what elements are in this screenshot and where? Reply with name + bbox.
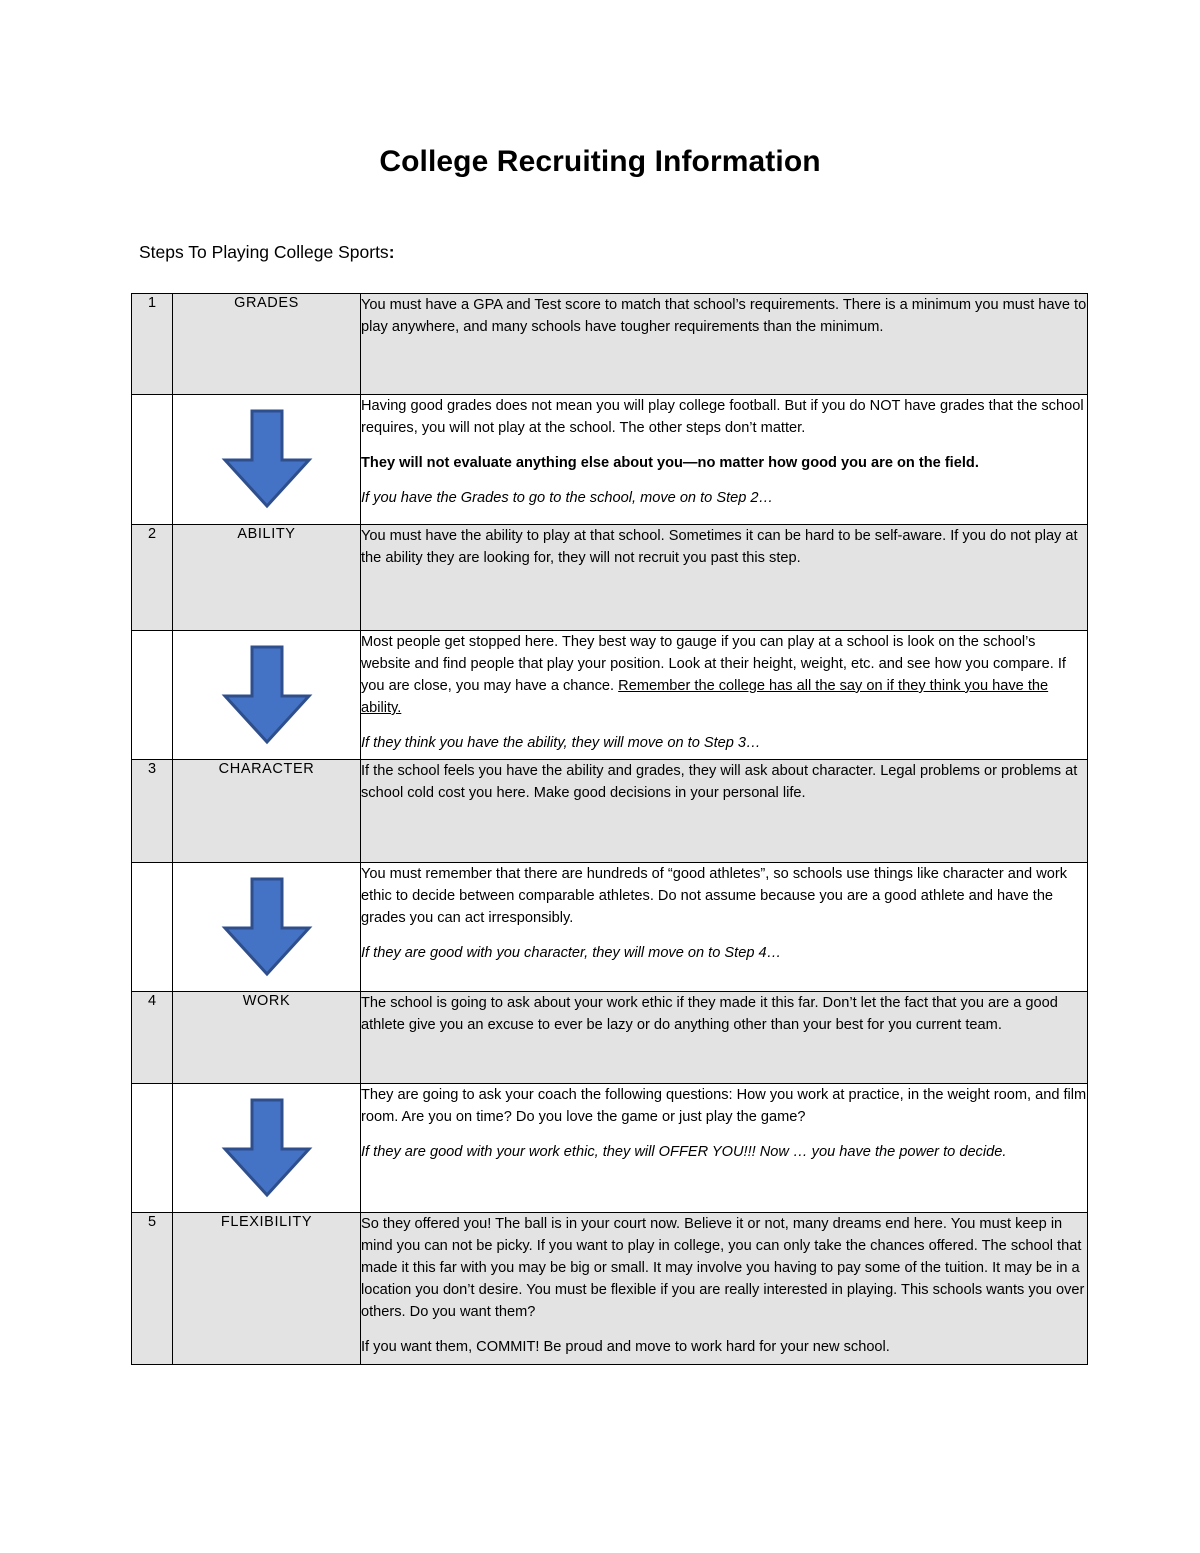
arrow-cell	[172, 629, 361, 760]
table-row: 2 ABILITY You must have the ability to p…	[131, 523, 1088, 631]
paragraph-bold: They will not evaluate anything else abo…	[361, 454, 979, 471]
down-arrow-icon	[221, 409, 312, 508]
step-name-cell: FLEXIBILITY	[172, 1211, 361, 1365]
step-description-cell: So they offered you! The ball is in your…	[360, 1211, 1088, 1365]
step-name-cell: CHARACTER	[172, 758, 361, 863]
step-number-cell: 1	[131, 292, 173, 395]
step-number-cell: 2	[131, 523, 173, 631]
down-arrow-icon	[221, 645, 312, 744]
paragraph: They are going to ask your coach the fol…	[361, 1086, 1087, 1125]
table-row: 1 GRADES You must have a GPA and Test sc…	[131, 292, 1088, 395]
step-number-cell	[131, 393, 173, 525]
arrow-cell	[172, 861, 361, 992]
step-detail-cell: They are going to ask your coach the fol…	[360, 1082, 1088, 1213]
table-row: They are going to ask your coach the fol…	[131, 1082, 1088, 1213]
step-number-cell	[131, 1082, 173, 1213]
paragraph: You must remember that there are hundred…	[361, 865, 1068, 926]
down-arrow-icon	[221, 877, 312, 976]
paragraph-plain: Most people get stopped here. They best …	[361, 633, 1066, 694]
table-row: 3 CHARACTER If the school feels you have…	[131, 758, 1088, 863]
paragraph: You must have the ability to play at tha…	[361, 527, 1078, 566]
section-subtitle: Steps To Playing College Sports:	[0, 180, 1200, 263]
paragraph: Having good grades does not mean you wil…	[361, 397, 1084, 436]
arrow-wrapper	[173, 863, 360, 991]
paragraph: If you want them, COMMIT! Be proud and m…	[361, 1339, 890, 1356]
step-name-cell: GRADES	[172, 292, 361, 395]
paragraph: The school is going to ask about your wo…	[361, 994, 1058, 1033]
paragraph-italic: If you have the Grades to go to the scho…	[361, 490, 774, 507]
table-row: You must remember that there are hundred…	[131, 861, 1088, 992]
step-detail-cell: Most people get stopped here. They best …	[360, 629, 1088, 760]
paragraph-underlined: Remember the college has all the say on …	[361, 677, 1049, 717]
arrow-wrapper	[173, 395, 360, 523]
paragraph-italic: If they think you have the ability, they…	[361, 735, 761, 752]
step-detail-cell: Having good grades does not mean you wil…	[360, 393, 1088, 525]
paragraph: Most people get stopped here. They best …	[361, 631, 1087, 720]
arrow-cell	[172, 1082, 361, 1213]
arrow-cell	[172, 393, 361, 525]
step-description-cell: If the school feels you have the ability…	[360, 758, 1088, 863]
arrow-wrapper	[173, 631, 360, 759]
subtitle-colon: :	[388, 241, 395, 262]
table-row: Most people get stopped here. They best …	[131, 629, 1088, 760]
recruiting-steps-table: 1 GRADES You must have a GPA and Test sc…	[131, 292, 1088, 1365]
down-arrow-icon	[221, 1098, 312, 1197]
page-title: College Recruiting Information	[379, 145, 821, 178]
subtitle-text: Steps To Playing College Sports	[139, 241, 389, 262]
paragraph-italic: If they are good with you character, the…	[361, 945, 782, 962]
table-row: 4 WORK The school is going to ask about …	[131, 990, 1088, 1084]
step-number-cell	[131, 861, 173, 992]
table-row: 5 FLEXIBILITY So they offered you! The b…	[131, 1211, 1088, 1365]
step-number-cell: 3	[131, 758, 173, 863]
step-detail-cell: You must remember that there are hundred…	[360, 861, 1088, 992]
table-row: Having good grades does not mean you wil…	[131, 393, 1088, 525]
step-description-cell: The school is going to ask about your wo…	[360, 990, 1088, 1084]
step-number-cell: 4	[131, 990, 173, 1084]
table-body: 1 GRADES You must have a GPA and Test sc…	[131, 292, 1088, 1365]
paragraph: You must have a GPA and Test score to ma…	[361, 296, 1087, 335]
arrow-wrapper	[173, 1084, 360, 1212]
step-name-cell: WORK	[172, 990, 361, 1084]
step-number-cell: 5	[131, 1211, 173, 1365]
step-number-cell	[131, 629, 173, 760]
step-name-cell: ABILITY	[172, 523, 361, 631]
paragraph-italic: If they are good with your work ethic, t…	[361, 1143, 1007, 1160]
step-description-cell: You must have the ability to play at tha…	[360, 523, 1088, 631]
paragraph: If the school feels you have the ability…	[361, 762, 1078, 801]
step-description-cell: You must have a GPA and Test score to ma…	[360, 292, 1088, 395]
paragraph: So they offered you! The ball is in your…	[361, 1215, 1085, 1321]
